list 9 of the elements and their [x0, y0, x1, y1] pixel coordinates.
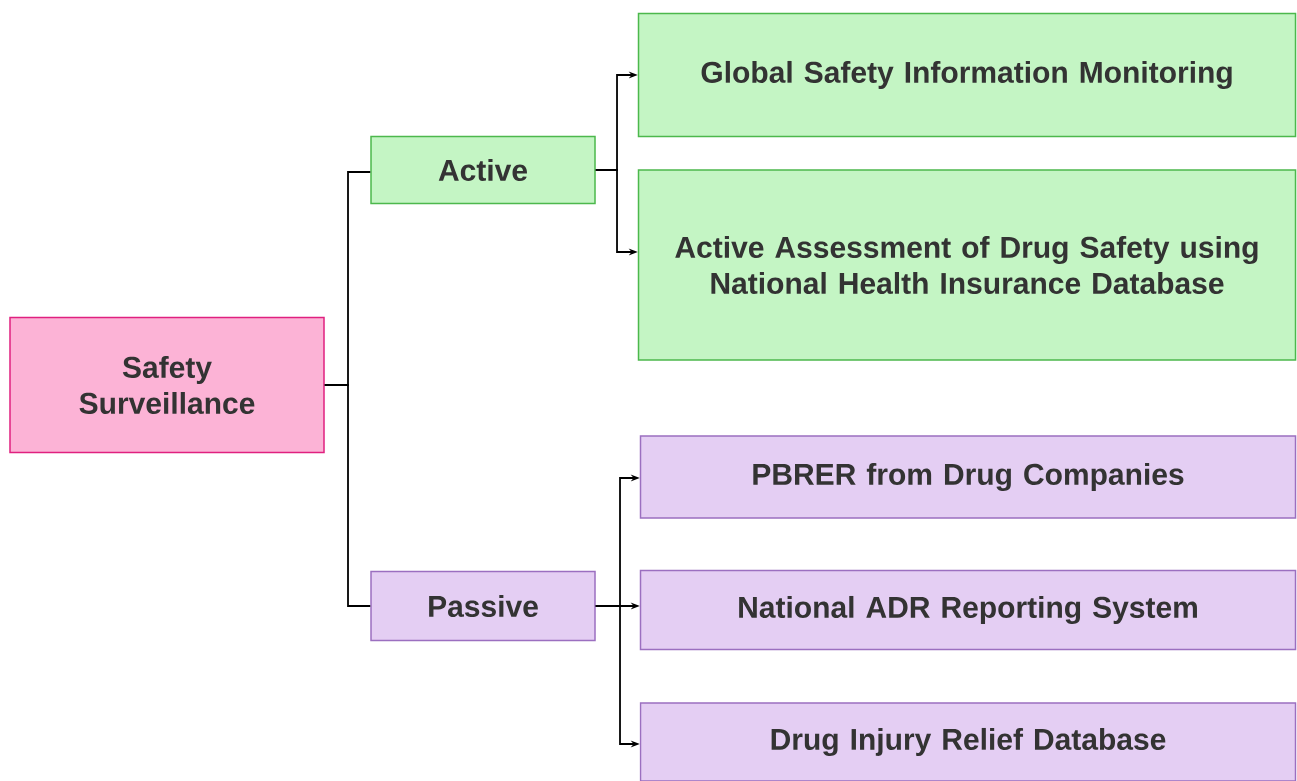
item-box: Global Safety Information Monitoring: [637, 12, 1297, 138]
item-box: PBRER from Drug Companies: [639, 435, 1297, 519]
category-box: Active: [370, 135, 596, 205]
category-box: Passive: [370, 570, 596, 642]
item-box: National ADR Reporting System: [639, 569, 1297, 651]
root-box: Safety Surveillance: [9, 316, 325, 454]
item-box: Active Assessment of Drug Safety using National Health Insurance Database: [637, 169, 1297, 361]
item-box: Drug Injury Relief Database: [639, 702, 1297, 781]
connector: [323, 384, 372, 607]
